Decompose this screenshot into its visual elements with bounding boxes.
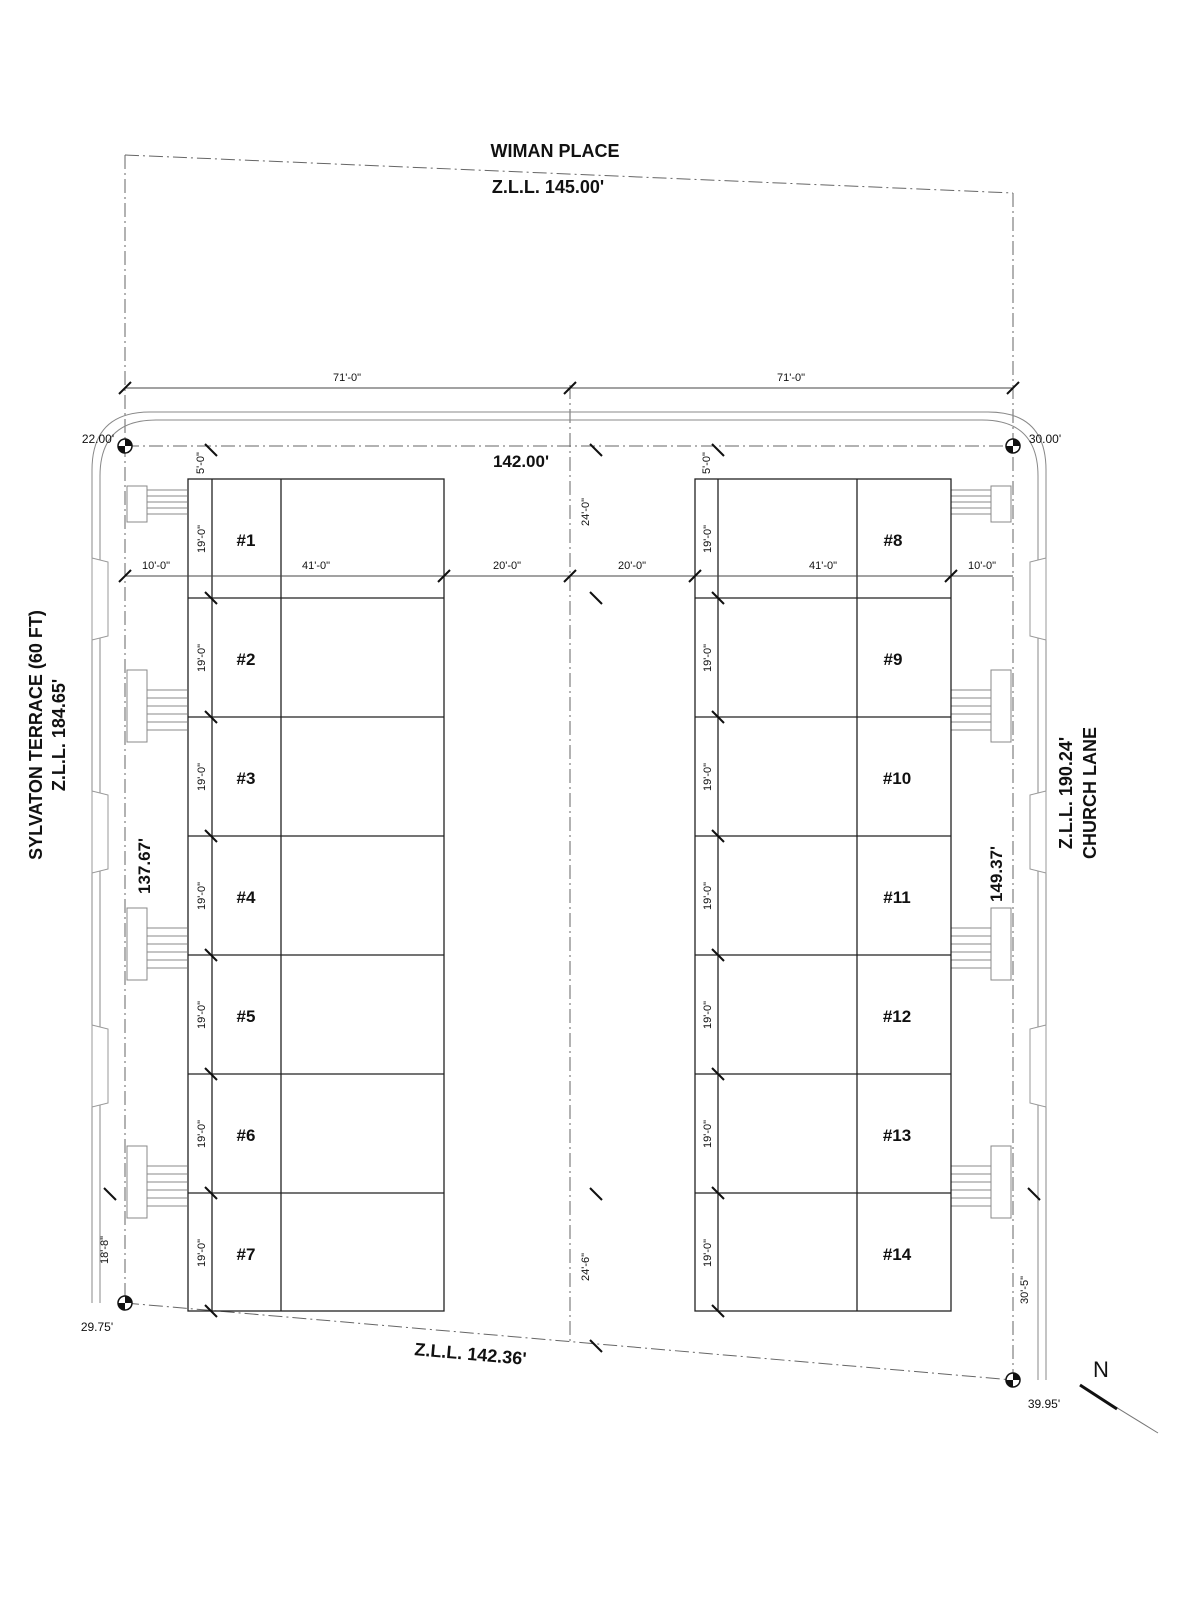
dim-right-149: 149.37'	[987, 846, 1006, 902]
dimension-lines	[125, 387, 1013, 577]
dim-left-5: 5'-0"	[195, 452, 207, 474]
street-west-zll: Z.L.L. 184.65'	[49, 679, 69, 791]
row-dim: 19'-0"	[196, 882, 208, 910]
survey-marker-nw	[117, 438, 133, 454]
row-dim: 19'-0"	[702, 1239, 714, 1267]
dimension-ticks	[103, 381, 1041, 1353]
unit-labels-left: #1 #2 #3 #4 #5 #6 #7	[237, 531, 256, 1264]
unit-label: #11	[883, 888, 910, 907]
street-west-name: SYLVATON TERRACE (60 FT)	[26, 610, 46, 860]
curb-outline	[91, 411, 1047, 1380]
unit-label: #2	[237, 650, 256, 669]
unit-labels-right: #8 #9 #10 #11 #12 #13 #14	[883, 531, 912, 1264]
north-arrow-label: N	[1093, 1357, 1109, 1382]
unit-label: #10	[883, 769, 911, 788]
street-east-zll: Z.L.L. 190.24'	[1056, 737, 1076, 849]
unit-label: #8	[884, 531, 903, 550]
survey-marker-se	[1005, 1372, 1021, 1388]
dim-top-left-71: 71'-0"	[333, 372, 361, 384]
street-north-zll: Z.L.L. 145.00'	[492, 177, 604, 197]
row-dims-right: 19'-0" 19'-0" 19'-0" 19'-0" 19'-0" 19'-0…	[702, 525, 714, 1267]
dim-bottom-24: 24'-6"	[580, 1253, 592, 1281]
street-east-name: CHURCH LANE	[1080, 727, 1100, 859]
unit-label: #13	[883, 1126, 911, 1145]
row-dim: 19'-0"	[702, 882, 714, 910]
unit-label: #12	[883, 1007, 911, 1026]
row-dim: 19'-0"	[196, 644, 208, 672]
dim-top-24: 24'-0"	[580, 498, 592, 526]
unit-label: #5	[237, 1007, 256, 1026]
row-dim: 19'-0"	[702, 763, 714, 791]
driveway-bays	[91, 557, 1047, 1108]
unit-label: #9	[884, 650, 903, 669]
dim-left-41: 41'-0"	[302, 560, 330, 572]
north-arrow: N	[1079, 1357, 1159, 1434]
dim-right-10: 10'-0"	[968, 560, 996, 572]
row-dim: 19'-0"	[702, 644, 714, 672]
unit-label: #7	[237, 1245, 256, 1264]
row-dim: 19'-0"	[196, 1239, 208, 1267]
corner-sw: 29.75'	[81, 1320, 113, 1334]
row-dims-left: 19'-0" 19'-0" 19'-0" 19'-0" 19'-0" 19'-0…	[196, 525, 208, 1267]
corner-ne: 30.00'	[1029, 432, 1061, 446]
row-dim: 19'-0"	[196, 763, 208, 791]
survey-marker-ne	[1005, 438, 1021, 454]
building-block-left	[187, 478, 445, 1312]
survey-marker-sw	[117, 1295, 133, 1311]
row-dim: 19'-0"	[702, 525, 714, 553]
dim-right-20: 20'-0"	[618, 560, 646, 572]
row-dim: 19'-0"	[702, 1001, 714, 1029]
dim-bottom-18: 18'-8"	[99, 1236, 111, 1264]
row-dim: 19'-0"	[196, 525, 208, 553]
corner-se: 39.95'	[1028, 1397, 1060, 1411]
unit-label: #14	[883, 1245, 912, 1264]
dim-left-137: 137.67'	[135, 838, 154, 894]
corner-nw: 22.00'	[82, 432, 114, 446]
dim-right-41: 41'-0"	[809, 560, 837, 572]
dim-left-10: 10'-0"	[142, 560, 170, 572]
row-dim: 19'-0"	[196, 1120, 208, 1148]
dim-width-142: 142.00'	[493, 452, 549, 471]
dim-top-right-71: 71'-0"	[777, 372, 805, 384]
unit-label: #3	[237, 769, 256, 788]
survey-markers	[117, 438, 1021, 1388]
street-north-name: WIMAN PLACE	[491, 141, 620, 161]
dim-right-5: 5'-0"	[701, 452, 713, 474]
unit-label: #1	[237, 531, 256, 550]
north-arrow-icon	[1079, 1383, 1118, 1411]
stairs-right	[951, 485, 1012, 1219]
building-block-right	[694, 478, 952, 1312]
stairs-left	[126, 485, 187, 1219]
row-dim: 19'-0"	[196, 1001, 208, 1029]
row-dim: 19'-0"	[702, 1120, 714, 1148]
property-boundary	[124, 154, 1014, 1381]
dim-bottom-30: 30'-5"	[1019, 1276, 1031, 1304]
street-south-zll: Z.L.L. 142.36'	[414, 1339, 528, 1369]
unit-label: #4	[237, 888, 256, 907]
dim-left-20: 20'-0"	[493, 560, 521, 572]
unit-label: #6	[237, 1126, 256, 1145]
